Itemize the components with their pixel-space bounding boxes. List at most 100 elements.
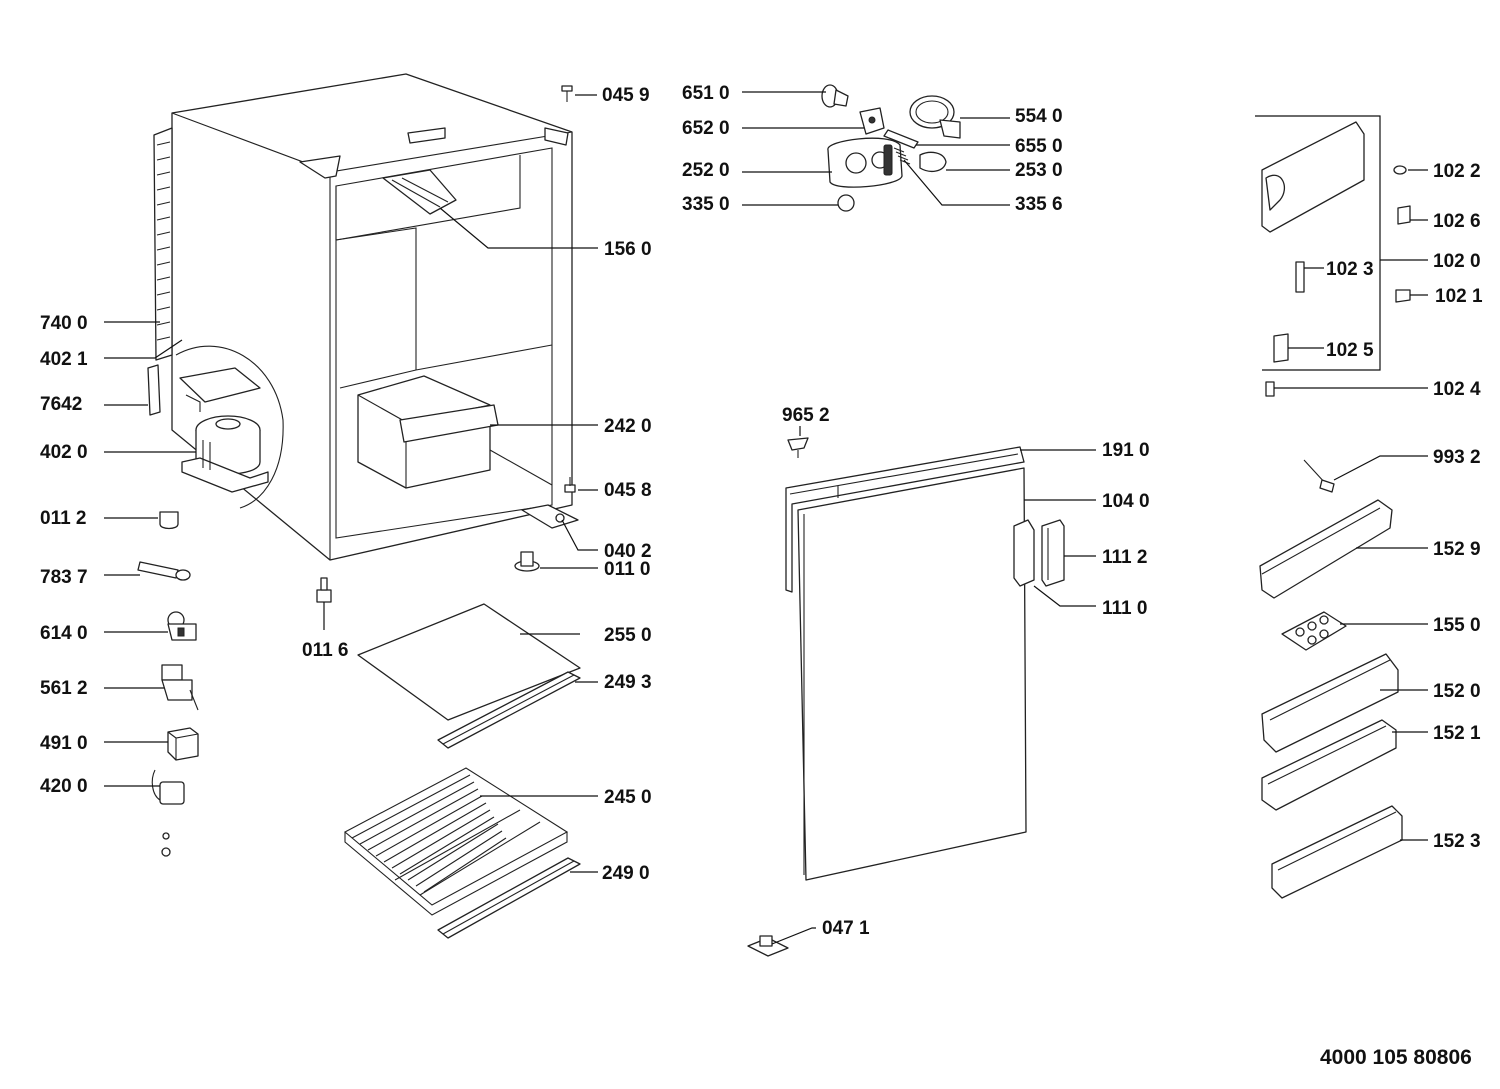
door-assembly [747,437,1065,957]
label-102-3: 102 3 [1326,259,1374,280]
label-011-6: 011 6 [302,640,349,661]
tube-7837-illustration [137,561,191,581]
compressor-detail-illustration [175,345,284,509]
door-panel-1040-illustration [797,467,1027,881]
door-frame-1910-illustration [785,446,1025,593]
label-011-2: 011 2 [40,508,87,529]
label-965-2: 965 2 [782,405,830,426]
dairy-flap-1529-illustration [1259,499,1393,599]
label-402-0: 402 0 [40,442,88,463]
shelf-strip-2493-illustration [437,671,581,749]
foot-0112-illustration [159,511,179,530]
hinge-1026-illustration [1397,205,1411,225]
part-labels: 045 9 651 0 652 0 252 0 335 0 554 0 655 … [40,83,1483,939]
clip-9652-illustration [787,437,809,458]
pad-1025-illustration [1273,333,1289,363]
hinge-bottom-illustration [521,504,579,529]
handle-cover-1112-illustration [1041,519,1065,587]
capacitor-4200-illustration [151,769,185,857]
label-253-0: 253 0 [1015,160,1063,181]
screw-0458-illustration [564,477,576,493]
label-993-2: 993 2 [1433,447,1481,468]
label-554-0: 554 0 [1015,106,1063,127]
small-parts-left [137,511,199,857]
label-614-0: 614 0 [40,623,88,644]
freezer-door-group [1255,115,1411,397]
label-152-3: 152 3 [1433,831,1481,852]
door-tray-1523-illustration [1271,805,1403,899]
refrigerator-cabinet [147,73,579,603]
pad-1024-illustration [1265,381,1275,397]
glass-shelf-illustration [357,603,581,721]
relay-6140-illustration [167,611,197,641]
label-491-0: 491 0 [40,733,88,754]
label-740-0: 740 0 [40,313,88,334]
label-111-2: 111 2 [1102,547,1147,568]
label-102-1: 102 1 [1435,286,1483,307]
leader-lines [104,91,1428,945]
egg-tray-1550-illustration [1281,611,1347,651]
label-655-0: 655 0 [1015,136,1063,157]
shelf-strip-2490-illustration [437,857,581,939]
wire-shelf-illustration [344,767,569,916]
door-tray-1521-illustration [1261,719,1397,811]
label-783-7: 783 7 [40,567,88,588]
freezer-door-1020-illustration [1261,121,1365,233]
thermometer-9932-illustration [1303,459,1335,493]
label-249-3: 249 3 [604,672,652,693]
label-652-0: 652 0 [682,118,730,139]
label-252-0: 252 0 [682,160,730,181]
handle-1110-illustration [1013,519,1035,587]
knob-3350-illustration [837,194,855,212]
hinge-0471-illustration [747,935,789,957]
document-number: 4000 105 80806 [1320,1046,1472,1069]
label-045-8: 045 8 [604,480,652,501]
control-unit-parts [821,84,961,212]
lamp-6510-illustration [821,84,849,108]
label-040-2: 040 2 [604,541,652,562]
bottle-shelf-1520-illustration [1261,653,1399,753]
label-102-5: 102 5 [1326,340,1374,361]
label-047-1: 047 1 [822,918,870,939]
lamp-holder-6520-illustration [859,107,885,135]
label-011-0: 011 0 [604,559,651,580]
label-245-0: 245 0 [604,787,652,808]
label-045-9: 045 9 [602,85,650,106]
thermostat-knob-housing-illustration [827,137,903,188]
cover-4910-illustration [167,727,199,761]
label-561-2: 561 2 [40,678,88,699]
label-104-0: 104 0 [1102,491,1150,512]
label-191-0: 191 0 [1102,440,1150,461]
cap-2530-illustration [919,151,947,173]
label-420-0: 420 0 [40,776,88,797]
door-shelves [1259,459,1403,899]
label-152-0: 152 0 [1433,681,1481,702]
label-111-0: 111 0 [1102,598,1147,619]
screw-1022-illustration [1393,165,1407,175]
label-102-2: 102 2 [1433,161,1481,182]
latch-1023-illustration [1295,261,1305,293]
label-651-0: 651 0 [682,83,730,104]
foot-0110-illustration [514,551,540,572]
label-335-6: 335 6 [1015,194,1063,215]
lamp-cover-5540-illustration [909,95,961,139]
spring-3356-illustration [893,147,911,165]
label-335-0: 335 0 [682,194,730,215]
screw-0459-illustration [561,85,573,102]
label-102-0: 102 0 [1433,251,1481,272]
label-7642: 7642 [40,394,82,415]
label-242-0: 242 0 [604,416,652,437]
label-249-0: 249 0 [602,863,650,884]
foot-0116-illustration [316,577,332,603]
label-102-6: 102 6 [1433,211,1481,232]
thermostat-5612-illustration [161,664,199,711]
label-102-4: 102 4 [1433,379,1481,400]
label-255-0: 255 0 [604,625,652,646]
label-152-9: 152 9 [1433,539,1481,560]
ice-tray-illustration [382,169,457,215]
latch-1021-illustration [1395,289,1411,303]
switch-6550-illustration [883,129,919,149]
label-155-0: 155 0 [1433,615,1481,636]
condenser-illustration [147,127,173,416]
